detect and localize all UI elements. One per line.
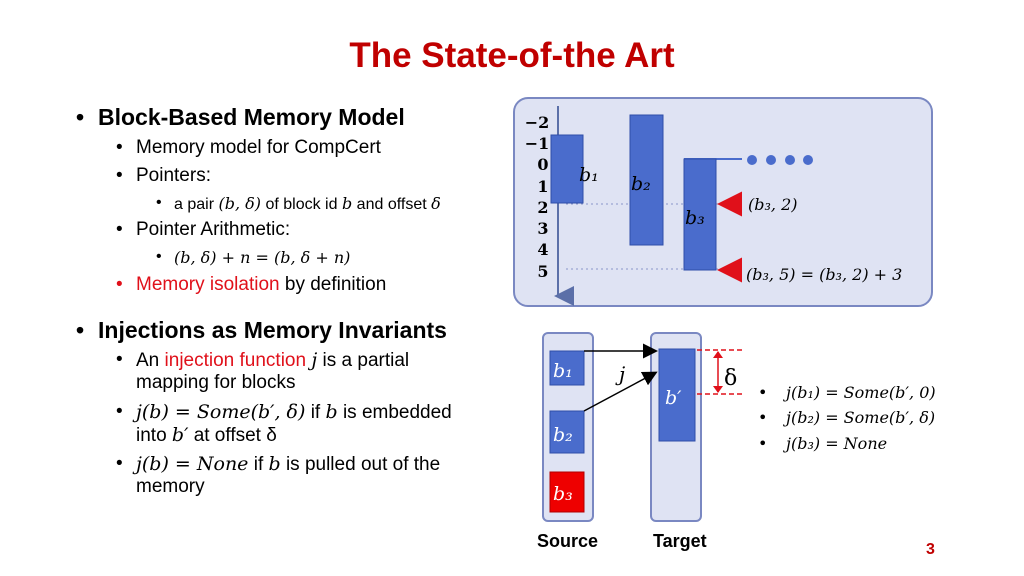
axis-tick: 3 xyxy=(537,219,548,238)
text: into xyxy=(136,425,167,446)
axis-tick: −2 xyxy=(525,113,550,132)
text: is embedded xyxy=(342,402,452,423)
bullet-dot: • xyxy=(116,453,123,474)
target-block-bprime xyxy=(658,348,696,442)
bullet-injection-function-line2: mapping for blocks xyxy=(136,372,296,393)
page-number: 3 xyxy=(926,541,935,558)
text: a pair xyxy=(174,196,215,213)
source-block-b3 xyxy=(549,471,585,513)
axis-tick: 2 xyxy=(537,198,548,217)
pointer-annotation-1: (b₃, 2) xyxy=(748,195,798,214)
math-var-bprime: b′ xyxy=(171,424,189,446)
mapping-label-j: j xyxy=(615,362,625,386)
offset-label-delta: δ xyxy=(724,366,737,391)
axis-tick: −1 xyxy=(525,134,550,153)
bullet-pointer-pair: a pair (b, δ) of block id b and offset δ xyxy=(174,194,441,214)
injection-arrow-b2 xyxy=(583,371,658,412)
bullet-some-line2: into b′ at offset δ xyxy=(136,424,277,447)
continuation-dot xyxy=(766,155,776,165)
offset-arrow-head-bottom xyxy=(713,386,723,393)
text: at offset δ xyxy=(193,425,277,446)
bullet-pointers: Pointers: xyxy=(136,165,211,186)
source-block-b1-label: b₁ xyxy=(553,360,573,382)
target-label: Target xyxy=(653,531,707,551)
block-b2 xyxy=(629,114,664,246)
block-b3-label: b₃ xyxy=(685,207,705,229)
highlight-injection-function: injection function xyxy=(164,350,307,371)
bullet-injection-function: An injection function j is a partial xyxy=(136,349,409,372)
block-b2-label: b₂ xyxy=(631,173,651,195)
bullet-none: j(b) = None if b is pulled out of the xyxy=(136,453,440,476)
text: and offset xyxy=(356,196,427,213)
continuation-dot xyxy=(747,155,757,165)
offset-arrow-head-top xyxy=(713,351,723,358)
text: by definition xyxy=(284,274,387,295)
bullet-dot: • xyxy=(758,434,767,453)
bullet-memory-isolation: Memory isolation by definition xyxy=(136,274,386,296)
block-b1-label: b₁ xyxy=(579,164,599,186)
text: if xyxy=(253,454,264,475)
bullet-dot: • xyxy=(116,165,123,186)
target-block-label: b′ xyxy=(665,387,682,409)
bullet-dot: • xyxy=(758,408,767,427)
source-block-b3-label: b₃ xyxy=(553,483,573,505)
text: An xyxy=(136,350,160,371)
bullet-dot: • xyxy=(116,219,123,240)
math-pair: (b, δ) xyxy=(218,194,262,213)
mapping-j-b1: j(b₁) = Some(b′, 0) xyxy=(783,383,936,402)
bullet-pointer-arithmetic: Pointer Arithmetic: xyxy=(136,219,291,240)
mapping-j-b3: j(b₃) = None xyxy=(783,434,887,453)
source-block-b2-label: b₂ xyxy=(553,424,573,446)
math-pointer-arithmetic: (b, δ) + n = (b, δ + n) xyxy=(174,248,351,267)
bullet-compcert: Memory model for CompCert xyxy=(136,137,381,158)
bullet-dot: • xyxy=(116,401,123,422)
axis-tick: 1 xyxy=(537,177,548,196)
bullet-dot: • xyxy=(116,274,123,295)
math-var-j: j xyxy=(311,349,318,371)
bullet-dot: • xyxy=(156,248,162,265)
bullet-none-line2: memory xyxy=(136,476,205,497)
bullet-dot: • xyxy=(758,383,767,402)
bullet-block-memory-model: Block-Based Memory Model xyxy=(98,104,405,130)
bullet-dot: • xyxy=(116,349,123,370)
axis-tick: 4 xyxy=(537,240,548,259)
continuation-dot xyxy=(785,155,795,165)
block-b1 xyxy=(550,134,584,204)
bullet-dot: • xyxy=(76,317,85,343)
slide-title: The State-of-the Art xyxy=(349,36,675,75)
bullet-dot: • xyxy=(116,137,123,158)
math-var-b: b xyxy=(268,453,281,475)
block-b3 xyxy=(683,158,717,271)
text: is pulled out of the xyxy=(285,454,441,475)
bullet-some: j(b) = Some(b′, δ) if b is embedded xyxy=(136,401,452,424)
math-var-delta: δ xyxy=(431,194,441,213)
math-var-b: b xyxy=(325,401,338,423)
math-var-b: b xyxy=(341,194,353,213)
highlight-memory-isolation: Memory isolation xyxy=(136,274,280,295)
pointer-annotation-2: (b₃, 5) = (b₃, 2) + 3 xyxy=(746,265,902,284)
math-some: j(b) = Some(b′, δ) xyxy=(136,401,306,423)
bullet-dot: • xyxy=(156,194,162,211)
source-block-b2 xyxy=(549,410,585,454)
axis-tick: 5 xyxy=(537,262,548,281)
axis-tick: 0 xyxy=(537,155,548,174)
mapping-j-b2: j(b₂) = Some(b′, δ) xyxy=(783,408,935,427)
source-block-b1 xyxy=(549,350,585,386)
source-label: Source xyxy=(537,531,599,551)
bullet-injections: Injections as Memory Invariants xyxy=(98,317,447,343)
continuation-dot xyxy=(803,155,813,165)
math-none: j(b) = None xyxy=(136,453,249,475)
bullet-dot: • xyxy=(76,104,85,130)
text: is a partial xyxy=(322,350,410,371)
text: of block id xyxy=(265,196,338,213)
text: if xyxy=(310,402,321,423)
